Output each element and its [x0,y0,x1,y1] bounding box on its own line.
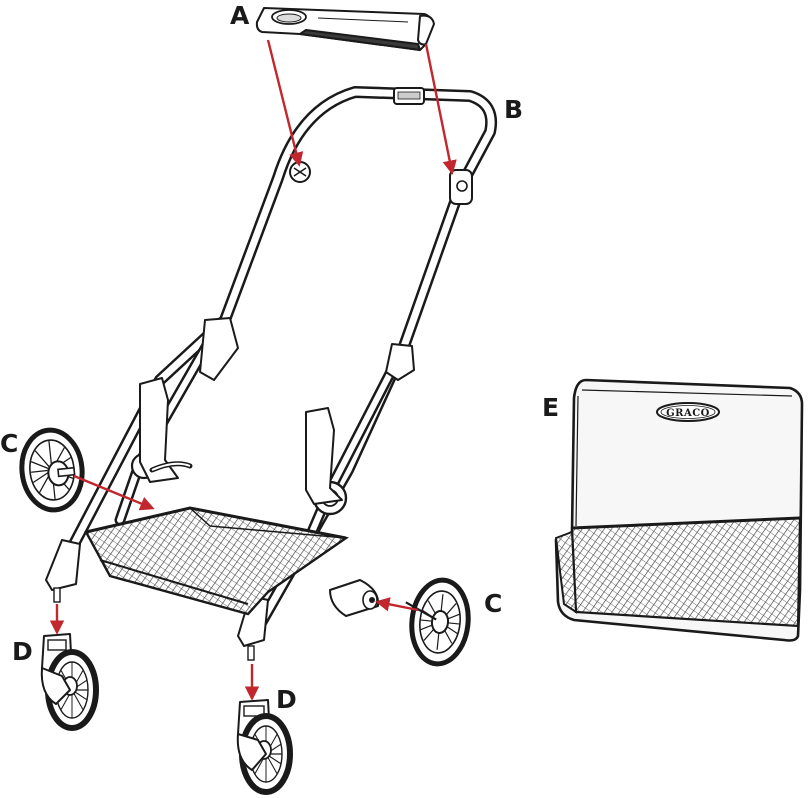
rear-axle-housing [330,580,378,616]
arrow-tray-left [268,40,299,164]
label-c-left: C [0,429,18,458]
arrow-tray-right [426,44,452,172]
rear-wheel-right [400,576,472,666]
label-e: E [542,393,559,422]
storage-basket [86,508,346,614]
label-d-right: D [276,685,297,714]
label-d-left: D [12,637,33,666]
label-a: A [230,1,250,30]
label-c-right: C [484,589,502,618]
front-wheel-left [42,634,96,728]
label-b: B [504,95,523,124]
parent-tray [257,8,434,50]
brand-logo-text: GRACO [666,408,710,419]
storage-bag: GRACO [556,380,802,641]
rear-wheel-left [18,427,86,513]
